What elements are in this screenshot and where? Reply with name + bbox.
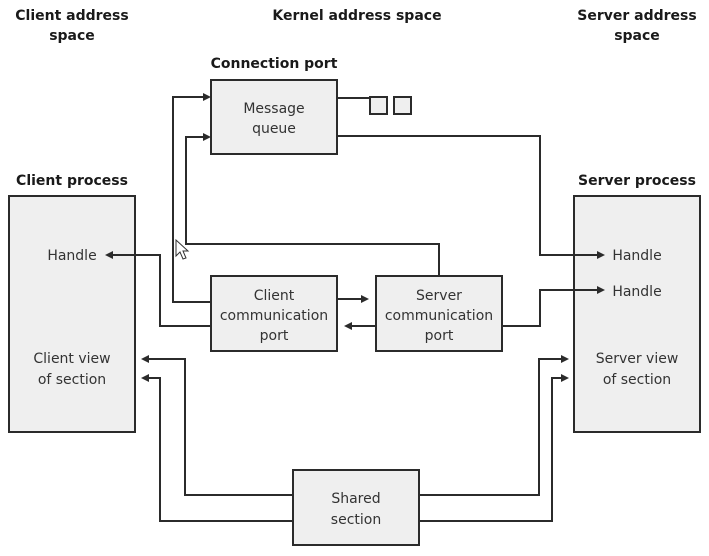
server-comm-port-label-line1: Server xyxy=(416,288,462,304)
queue-slot-2 xyxy=(393,96,412,115)
shared-to-server-view-connector-1 xyxy=(419,358,561,496)
server-communication-port-box xyxy=(375,275,503,352)
arrowhead xyxy=(361,295,369,303)
kernel-address-space-header: Kernel address space xyxy=(272,8,441,24)
client-port-to-client-handle-connector xyxy=(112,254,211,327)
arrowhead xyxy=(203,133,211,141)
mouse-cursor-icon xyxy=(175,238,190,260)
shared-section-label-line1: Shared xyxy=(331,491,380,507)
server-process-header: Server process xyxy=(578,173,696,189)
server-view-label-line2: of section xyxy=(603,372,671,388)
server-comm-port-label-line2: communication xyxy=(385,308,493,324)
shared-to-client-view-connector-1 xyxy=(149,358,293,496)
queue-to-server-handle-connector xyxy=(337,135,598,256)
arrowhead xyxy=(561,355,569,363)
server-address-space-header-line2: space xyxy=(614,28,660,44)
client-process-box xyxy=(8,195,136,433)
server-handle-1-label: Handle xyxy=(612,248,661,264)
arrowhead xyxy=(597,251,605,259)
shared-to-client-view-connector-2 xyxy=(149,377,293,522)
client-view-label-line1: Client view xyxy=(33,351,110,367)
message-queue-box xyxy=(210,79,338,155)
client-handle-label: Handle xyxy=(47,248,96,264)
client-comm-port-label-line2: communication xyxy=(220,308,328,324)
client-port-to-queue-connector xyxy=(172,96,211,303)
shared-to-server-view-connector-2 xyxy=(419,377,561,522)
server-address-space-header-line1: Server address xyxy=(577,8,696,24)
arrowhead xyxy=(105,251,113,259)
client-comm-port-label-line3: port xyxy=(260,328,289,344)
client-view-label-line2: of section xyxy=(38,372,106,388)
server-handle-2-label: Handle xyxy=(612,284,661,300)
server-port-to-server-handle-connector xyxy=(502,289,598,327)
shared-section-label-line2: section xyxy=(331,512,381,528)
queue-slot-1 xyxy=(369,96,388,115)
shared-section-box xyxy=(292,469,420,546)
arrowhead xyxy=(141,374,149,382)
arrowhead xyxy=(203,93,211,101)
message-queue-label-line2: queue xyxy=(252,121,296,137)
server-port-to-queue-connector xyxy=(185,136,440,276)
client-communication-port-box xyxy=(210,275,338,352)
server-view-label-line1: Server view xyxy=(596,351,679,367)
arrowhead xyxy=(561,374,569,382)
client-process-header: Client process xyxy=(16,173,128,189)
arrowhead xyxy=(597,286,605,294)
server-process-box xyxy=(573,195,701,433)
client-comm-port-label-line1: Client xyxy=(254,288,295,304)
connection-port-header: Connection port xyxy=(211,56,338,72)
message-queue-label-line1: Message xyxy=(243,101,304,117)
client-address-space-header-line1: Client address xyxy=(15,8,128,24)
client-address-space-header-line2: space xyxy=(49,28,95,44)
arrowhead xyxy=(344,322,352,330)
arrowhead xyxy=(141,355,149,363)
server-comm-port-label-line3: port xyxy=(425,328,454,344)
